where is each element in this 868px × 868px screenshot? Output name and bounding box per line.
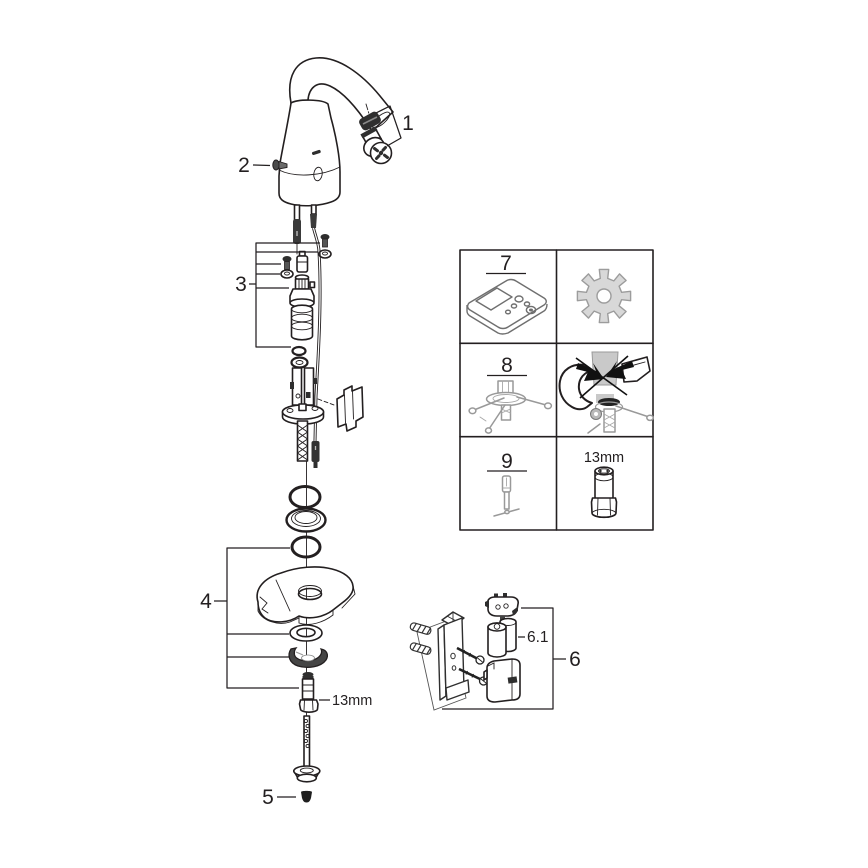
cell-7-number: 7 [500,252,512,275]
bolt-size-label: 13mm [319,693,372,709]
callout-6-1-number: 6.1 [527,629,549,646]
sensor-window [313,166,323,182]
cell-9-number: 9 [501,450,513,473]
escutcheon-ring [285,507,327,533]
faucet-body [278,99,341,207]
no-rotation-arrows-icon [558,351,654,434]
remote-control-icon [466,278,548,335]
hoses [293,204,322,442]
threaded-shank [296,420,309,462]
wall-bracket [437,611,470,701]
callout-6-number: 6 [569,648,581,671]
deck-hole [297,585,323,601]
battery-pack [487,617,517,658]
socket-adapter-13mm-icon [590,466,618,519]
faucet-assembly [278,57,394,442]
callout-3: 3 [235,242,320,348]
cell-socket: 13mm [584,450,624,519]
foot-cap [301,790,312,803]
callout-3-number: 3 [235,273,247,296]
o-ring-small [291,345,307,357]
screw-washer-right [318,234,332,259]
socket-size-text: 13mm [584,450,624,466]
callout-6-1: 6.1 [518,629,549,646]
base-washer [289,624,323,642]
sensor-dash [311,149,321,155]
solenoid-cartridge [289,274,316,308]
valve-sleeve [290,304,314,341]
tools-panel: 7 8 [459,249,654,531]
hose-coupling [296,250,309,273]
horseshoe-bracket [288,647,328,668]
cell-gear [576,268,632,324]
service-key-icon [493,475,520,517]
battery-assembly: 6.1 6 [409,593,581,711]
threaded-rod [303,715,311,769]
faucet-spout [289,57,394,132]
callout-1-number: 1 [402,112,414,135]
rod-foot [292,765,321,783]
battery-housing [483,658,521,703]
aerator-parts: 1 [359,103,414,165]
mounting-kit-icon [468,380,553,434]
callout-1: 1 [375,105,414,147]
cell-remote: 7 [466,252,548,335]
callout-5-number: 5 [262,786,274,809]
bolt-size-text: 13mm [332,693,372,709]
callout-6: 6 [442,607,581,710]
callout-4: 4 [200,547,299,689]
cell-rotation-warning [558,351,654,434]
valve-parts-column: 3 [235,234,332,369]
wall-plane [416,619,467,711]
o-ring-upper [288,485,322,509]
fixing-screw [272,159,288,171]
sink-deck [256,566,356,625]
body-seam [278,166,341,176]
callout-2: 2 [238,154,288,177]
screw-washer-left [280,256,294,279]
callout-5: 5 [262,786,296,809]
cell-service-key: 9 [487,450,527,517]
hose-connector-lower [311,441,320,468]
callout-2-number: 2 [238,154,250,177]
faucet-base [281,367,364,468]
wall-anchors [409,622,432,655]
mounting-clip [336,385,364,432]
o-ring-lower [290,535,322,559]
mounting-bolt: 13mm [298,672,372,713]
cell-mounting-kit: 8 [468,354,553,434]
aerator-face [363,136,393,165]
seal-ring [290,356,309,369]
callout-4-number: 4 [200,590,212,613]
cell-8-number: 8 [501,354,513,377]
